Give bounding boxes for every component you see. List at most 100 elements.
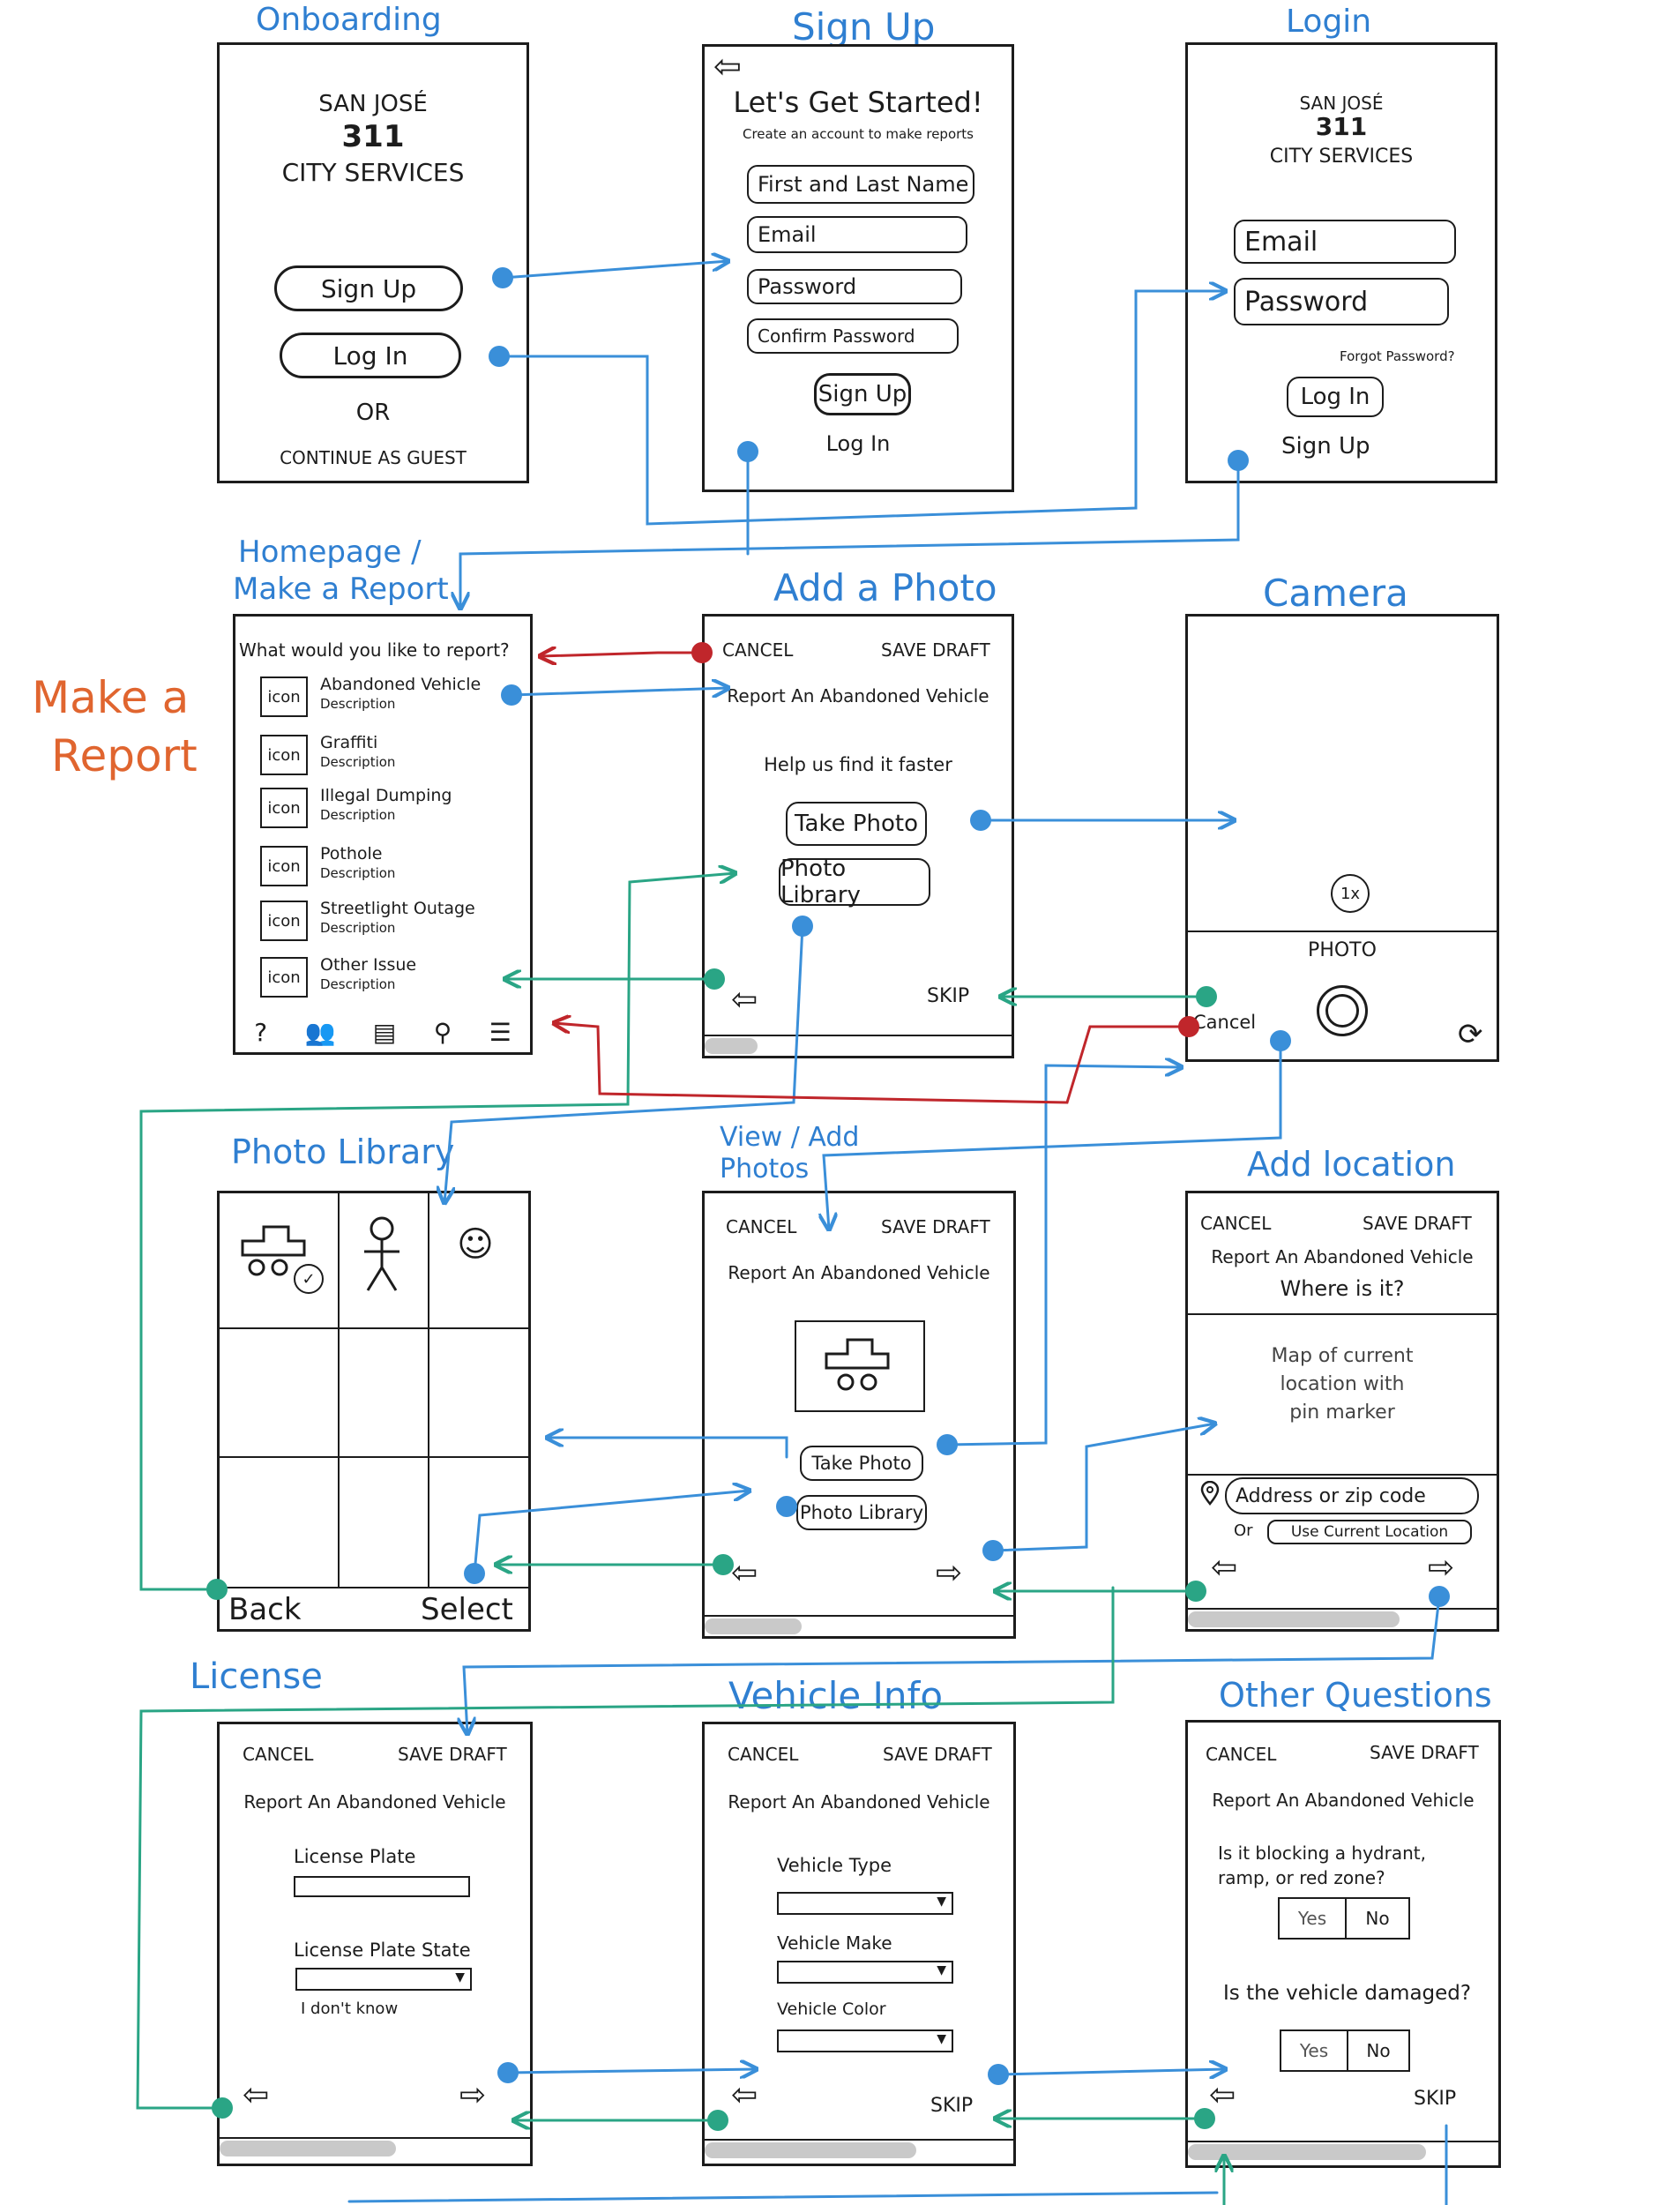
save-draft-button[interactable]: SAVE DRAFT <box>1363 1213 1472 1234</box>
next-arrow-icon[interactable]: ⇨ <box>459 2077 487 2113</box>
report-question: What would you like to report? <box>239 639 510 661</box>
report-item-illegal-dumping[interactable]: icon Illegal Dumping Description <box>260 786 525 839</box>
library-select-button[interactable]: Select <box>421 1592 513 1627</box>
signup-button[interactable]: Sign Up <box>274 265 463 311</box>
node-forward <box>497 2062 519 2083</box>
profile-icon[interactable]: ⚲ <box>433 1017 452 1047</box>
name-field[interactable]: First and Last Name <box>747 165 974 204</box>
save-draft-button[interactable]: SAVE DRAFT <box>398 1744 507 1765</box>
dont-know-option[interactable]: I don't know <box>301 1999 399 2018</box>
report-item-abandoned-vehicle[interactable]: icon Abandoned Vehicle Description <box>260 675 525 728</box>
login-brand-line1: SAN JOSÉ <box>1299 93 1384 114</box>
skip-button[interactable]: SKIP <box>1414 2088 1457 2110</box>
login-link[interactable]: Log In <box>825 431 891 456</box>
node-forward <box>776 1496 797 1517</box>
yes-option[interactable]: Yes <box>1281 2031 1348 2070</box>
save-draft-button[interactable]: SAVE DRAFT <box>1370 1742 1479 1763</box>
cancel-button[interactable]: CANCEL <box>726 1216 797 1237</box>
report-type-icon: icon <box>260 957 308 998</box>
community-icon[interactable]: 👥 <box>304 1017 336 1047</box>
license-plate-state-select[interactable] <box>295 1968 472 1991</box>
make-report-section-title: Make a Report <box>32 669 198 785</box>
vehicle-type-label: Vehicle Type <box>777 1855 892 1876</box>
forgot-password-link[interactable]: Forgot Password? <box>1340 348 1455 364</box>
report-item-pothole[interactable]: icon Pothole Description <box>260 844 525 897</box>
next-arrow-icon[interactable]: ⇨ <box>936 1555 963 1591</box>
no-option[interactable]: No <box>1347 1899 1408 1938</box>
cancel-button[interactable]: CANCEL <box>722 639 794 661</box>
photo-thumbnail-person[interactable] <box>345 1202 421 1317</box>
menu-icon[interactable]: ☰ <box>489 1017 511 1047</box>
skip-button[interactable]: SKIP <box>927 985 970 1007</box>
cancel-button[interactable]: CANCEL <box>728 1744 799 1765</box>
continue-as-guest-link[interactable]: CONTINUE AS GUEST <box>280 447 467 468</box>
next-arrow-icon[interactable]: ⇨ <box>1428 1550 1455 1586</box>
take-photo-button[interactable]: Take Photo <box>800 1446 923 1481</box>
bottom-tab-bar: ? 👥 ▤ ⚲ ☰ <box>235 1012 530 1052</box>
node-forward <box>988 2064 1009 2085</box>
zoom-control[interactable]: 1x <box>1331 874 1370 913</box>
login-button[interactable]: Log In <box>280 333 461 378</box>
back-arrow-icon[interactable]: ⇦ <box>243 2077 270 2113</box>
library-back-button[interactable]: Back <box>228 1592 302 1627</box>
password-field[interactable]: Password <box>747 269 962 304</box>
email-field[interactable]: Email <box>747 216 967 253</box>
save-draft-button[interactable]: SAVE DRAFT <box>881 1216 990 1237</box>
vehicle-color-select[interactable] <box>777 2029 953 2052</box>
vehicle-type-select[interactable] <box>777 1892 953 1915</box>
map-area[interactable]: Map of current location with pin marker <box>1188 1313 1497 1476</box>
use-current-location-button[interactable]: Use Current Location <box>1267 1520 1472 1544</box>
add-location-screen: CANCEL SAVE DRAFT Report An Abandoned Ve… <box>1185 1191 1499 1632</box>
vehicle-make-select[interactable] <box>777 1961 953 1984</box>
report-item-label: Illegal Dumping <box>320 786 452 805</box>
save-draft-button[interactable]: SAVE DRAFT <box>883 1744 992 1765</box>
back-arrow-icon[interactable]: ⇦ <box>1209 2077 1236 2113</box>
photo-preview[interactable] <box>795 1320 925 1412</box>
skip-button[interactable]: SKIP <box>930 2095 974 2117</box>
back-arrow-icon[interactable]: ⇦ <box>731 982 758 1018</box>
help-icon[interactable]: ? <box>254 1017 268 1047</box>
signup-link[interactable]: Sign Up <box>1281 433 1370 460</box>
reports-icon[interactable]: ▤ <box>372 1017 397 1047</box>
photo-library-button[interactable]: Photo Library <box>796 1495 927 1530</box>
camera-cancel-button[interactable]: Cancel <box>1193 1012 1257 1033</box>
flow-license-back <box>136 1586 1115 2110</box>
login-submit-button[interactable]: Log In <box>1287 377 1384 417</box>
save-draft-button[interactable]: SAVE DRAFT <box>881 639 990 661</box>
license-screen: CANCEL SAVE DRAFT Report An Abandoned Ve… <box>217 1722 533 2166</box>
back-arrow-icon[interactable]: ⇦ <box>731 2077 758 2113</box>
report-item-label: Other Issue <box>320 955 417 975</box>
address-input[interactable]: Address or zip code <box>1225 1477 1479 1514</box>
node-cancel <box>691 642 713 663</box>
yes-option[interactable]: Yes <box>1280 1899 1347 1938</box>
login-password-field[interactable]: Password <box>1234 278 1449 325</box>
no-option[interactable]: No <box>1348 2031 1408 2070</box>
login-email-field[interactable]: Email <box>1234 220 1456 264</box>
or-label: OR <box>355 400 391 426</box>
vehicle-info-title: Vehicle Info <box>728 1674 944 1717</box>
grid-line-bottom <box>220 1587 528 1588</box>
photo-thumbnail-smiley[interactable]: ☺ <box>440 1218 511 1271</box>
flip-camera-icon[interactable]: ⟳ <box>1458 1017 1483 1052</box>
shutter-button[interactable] <box>1317 985 1368 1036</box>
report-type-icon: icon <box>260 901 308 941</box>
license-plate-input[interactable] <box>294 1876 470 1897</box>
add-photo-screen: CANCEL SAVE DRAFT Report An Abandoned Ve… <box>702 614 1014 1058</box>
photo-thumbnail-car[interactable]: ✓ <box>228 1202 331 1317</box>
cancel-button[interactable]: CANCEL <box>243 1744 314 1765</box>
cancel-button[interactable]: CANCEL <box>1200 1213 1272 1234</box>
flow-location-to-license <box>464 1595 1441 1734</box>
back-arrow-icon[interactable]: ⇦ <box>1211 1550 1238 1586</box>
report-item-streetlight-outage[interactable]: icon Streetlight Outage Description <box>260 899 525 952</box>
take-photo-button[interactable]: Take Photo <box>786 802 927 846</box>
back-arrow-icon[interactable]: ⇦ <box>713 47 742 86</box>
signup-submit-button[interactable]: Sign Up <box>814 373 911 415</box>
confirm-password-field[interactable]: Confirm Password <box>747 318 959 354</box>
report-item-graffiti[interactable]: icon Graffiti Description <box>260 733 525 786</box>
home-indicator <box>1188 1611 1400 1627</box>
cancel-button[interactable]: CANCEL <box>1206 1744 1277 1765</box>
report-item-other-issue[interactable]: icon Other Issue Description <box>260 955 525 1008</box>
back-arrow-icon[interactable]: ⇦ <box>731 1555 758 1591</box>
photo-library-button[interactable]: Photo Library <box>779 856 930 908</box>
report-item-label: Abandoned Vehicle <box>320 675 482 694</box>
